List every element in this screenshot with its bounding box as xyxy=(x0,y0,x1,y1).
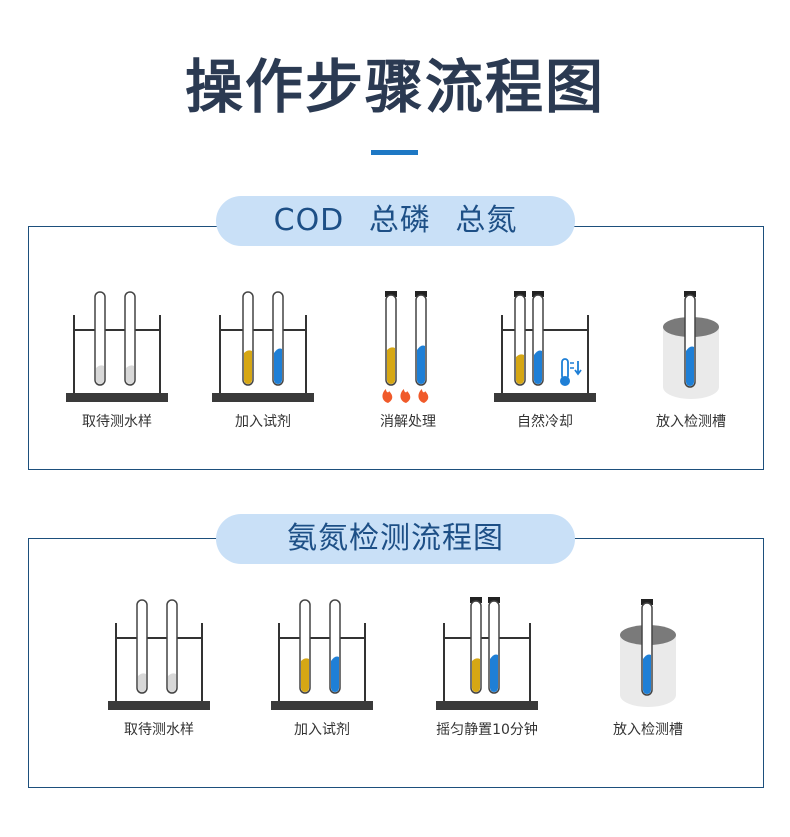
step-label: 加入试剂 xyxy=(235,414,291,430)
step-label: 取待测水样 xyxy=(82,414,152,430)
section-title-cod: COD 总磷 总氮 xyxy=(216,196,575,246)
step-detection: 放入检测槽 xyxy=(636,285,746,435)
step-detection: 放入检测槽 xyxy=(593,593,703,743)
step-shake-settle: 摇匀静置10分钟 xyxy=(432,593,542,743)
step-sample: 取待测水样 xyxy=(104,593,214,743)
capped-tubes-rack-icon xyxy=(436,597,538,710)
step-cooling: 自然冷却 xyxy=(490,285,600,435)
reagent-tubes-rack-icon xyxy=(212,291,314,402)
cooling-thermometer-icon xyxy=(494,291,596,402)
step-label: 加入试剂 xyxy=(294,722,350,738)
section-title-ammonia: 氨氮检测流程图 xyxy=(216,514,575,564)
step-label: 放入检测槽 xyxy=(656,414,726,430)
digestion-flame-icon xyxy=(382,291,429,403)
step-reagent: 加入试剂 xyxy=(208,285,318,435)
step-label: 放入检测槽 xyxy=(613,722,683,738)
step-label: 摇匀静置10分钟 xyxy=(436,722,538,738)
step-reagent: 加入试剂 xyxy=(267,593,377,743)
step-label: 取待测水样 xyxy=(124,722,194,738)
step-sample: 取待测水样 xyxy=(62,285,172,435)
empty-tubes-rack-icon xyxy=(66,291,168,402)
reagent-tubes-rack-icon xyxy=(271,599,373,710)
detection-cell-icon xyxy=(620,599,676,707)
step-label: 自然冷却 xyxy=(517,414,573,430)
detection-cell-icon xyxy=(663,291,719,399)
step-label: 消解处理 xyxy=(380,414,436,430)
step-digestion: 消解处理 xyxy=(353,285,463,435)
page-title: 操作步骤流程图 xyxy=(184,53,605,121)
title-underline xyxy=(371,150,418,155)
empty-tubes-rack-icon xyxy=(108,599,210,710)
